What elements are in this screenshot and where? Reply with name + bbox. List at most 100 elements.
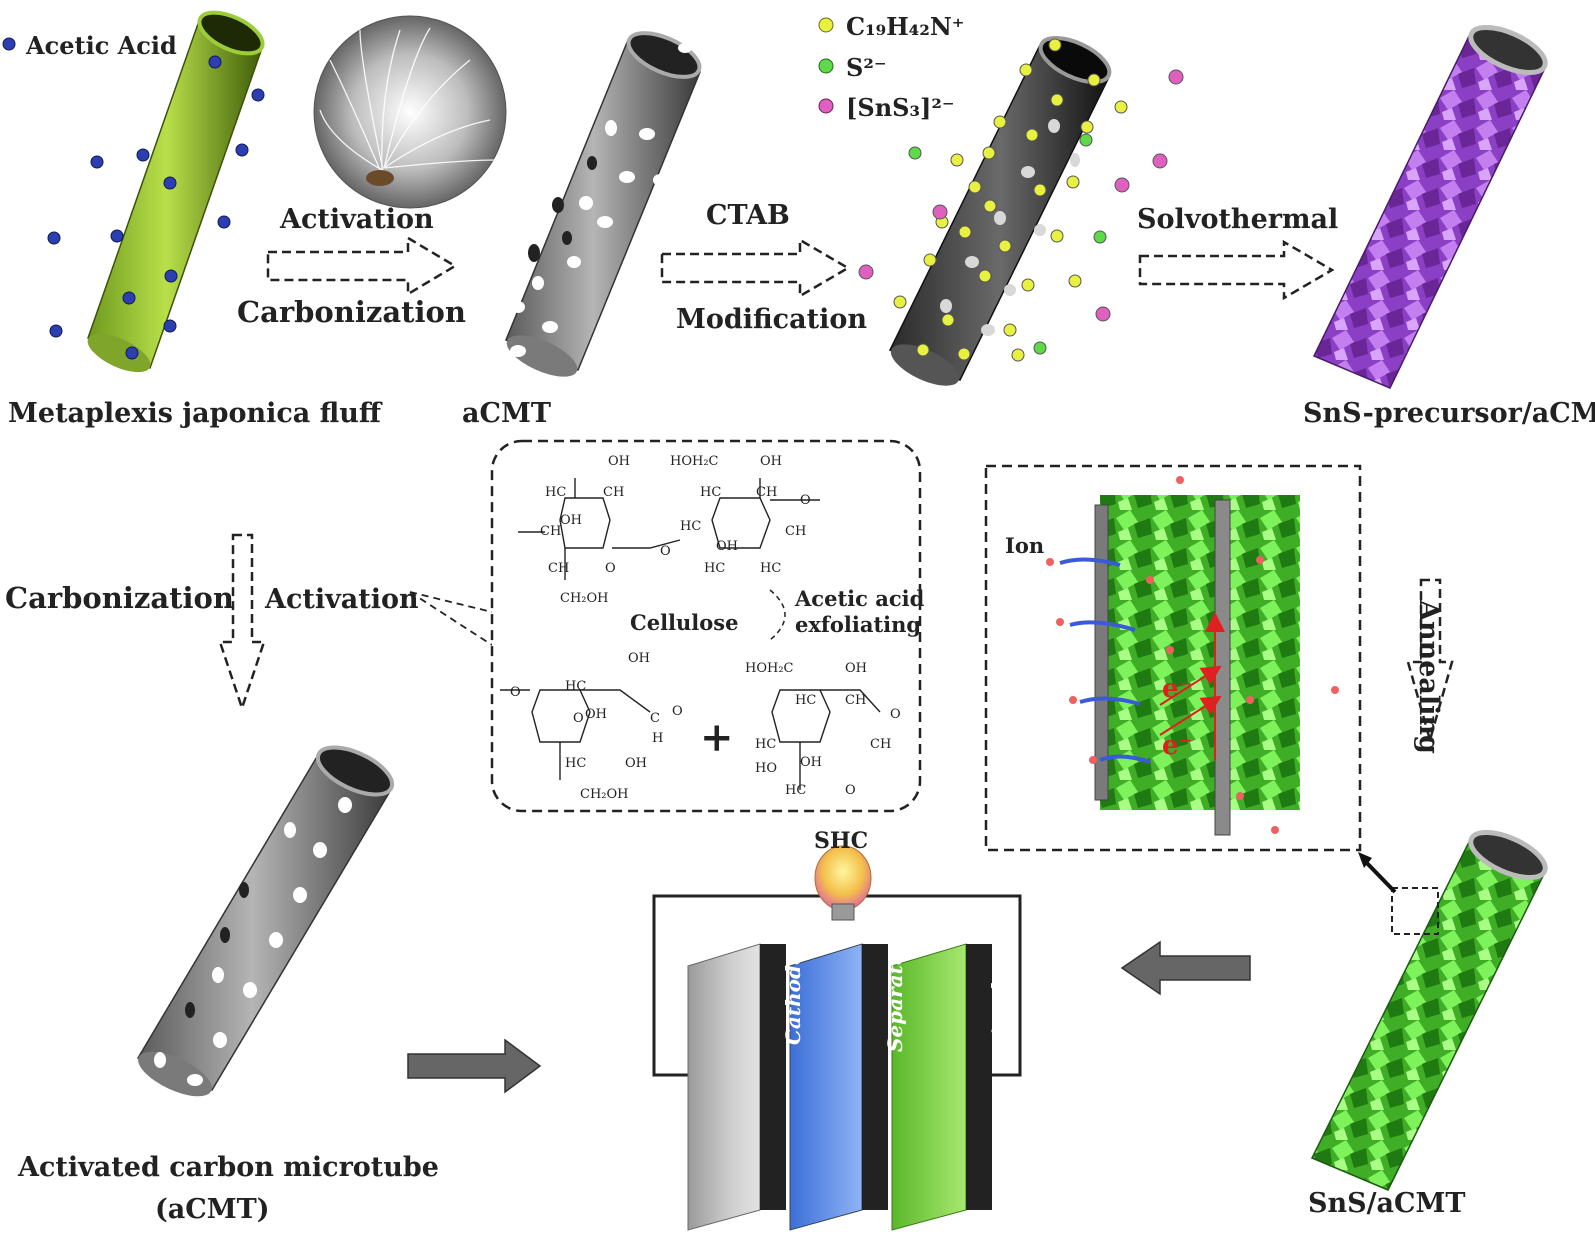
chem-g0: OH <box>608 454 630 469</box>
chem-g37: HO <box>755 761 777 776</box>
battery-cells <box>687 943 992 1231</box>
sns-acmt-tube <box>1310 830 1548 1191</box>
label-solvothermal: Solvothermal <box>1137 204 1339 235</box>
surface-ions <box>858 38 1184 362</box>
chem-g8: O <box>800 493 811 508</box>
chem-g3: OH <box>560 513 582 528</box>
callout-lines <box>409 591 493 646</box>
ion-legend-dots <box>818 17 834 114</box>
chem-g4: HOH₂C <box>670 454 719 469</box>
zoom-ions <box>1046 476 1339 834</box>
zoom-sns-sheets <box>1094 495 1300 836</box>
chem-g32: HC <box>795 693 817 708</box>
chem-g6: HC <box>700 485 722 500</box>
label-carbonization-top: Carbonization <box>237 295 466 329</box>
label-sns-precursor: SnS-precursor/aCMT <box>1303 398 1595 429</box>
acetic-acid-molecules <box>2 37 265 360</box>
label-modification: Modification <box>676 304 867 335</box>
sns-precursor-tube <box>1312 25 1548 389</box>
zoom-pointer-head <box>1358 852 1372 868</box>
chem-g30: HOH₂C <box>745 661 794 676</box>
chem-g19: O <box>510 685 521 700</box>
chem-g39: HC <box>785 783 807 798</box>
label-cellulose: Cellulose <box>630 610 739 635</box>
chem-g29: CH₂OH <box>580 787 629 802</box>
label-exfoliating-1: Acetic acid <box>795 586 925 611</box>
dark-modified-tube <box>888 36 1112 386</box>
chem-g33: CH <box>845 693 867 708</box>
label-electron-2: e⁻ <box>1162 731 1193 761</box>
gray-porous-tube-top <box>505 31 702 377</box>
chem-g40: O <box>845 783 856 798</box>
arrow-solvothermal <box>1138 239 1335 301</box>
arrow-ctab <box>660 237 851 299</box>
chem-g10: O <box>660 544 671 559</box>
cellulose-bonds <box>500 478 881 790</box>
legend-ion-sulfide: S²⁻ <box>846 53 887 82</box>
legend-acetic-acid: Acetic Acid <box>25 31 177 60</box>
chem-g2: CH <box>603 485 625 500</box>
arrow-activation <box>266 235 458 297</box>
label-activated-2: (aCMT) <box>155 1194 270 1225</box>
label-ctab: CTAB <box>706 200 790 231</box>
arrow-to-battery <box>407 1038 542 1094</box>
chem-g28: OH <box>625 756 647 771</box>
light-bulb <box>814 845 872 921</box>
gray-porous-tube-bottom <box>136 745 395 1097</box>
label-plus: + <box>700 714 734 761</box>
chem-g35: HC <box>755 737 777 752</box>
chem-g15: CH₂OH <box>560 591 609 606</box>
label-activated-1: Activated carbon microtube <box>18 1152 439 1183</box>
chem-g16: CH <box>548 561 570 576</box>
chem-g31: OH <box>845 661 867 676</box>
chem-g7: CH <box>756 485 778 500</box>
chem-g23: OH <box>585 707 607 722</box>
zoom-pointer-arrow <box>1360 856 1397 894</box>
chem-g11: HC <box>680 519 702 534</box>
exfoliating-arrow <box>769 589 786 641</box>
chem-g34: O <box>890 707 901 722</box>
chem-g21: O <box>573 711 584 726</box>
chem-g5: OH <box>760 454 782 469</box>
arrow-from-sns <box>1120 940 1251 996</box>
label-annealing: Annealing <box>1413 600 1444 754</box>
legend-ion-ctab: C₁₉H₄₂N⁺ <box>846 12 964 41</box>
chem-g27: HC <box>565 756 587 771</box>
green-raw-tube <box>87 10 265 373</box>
chem-g38: OH <box>800 755 822 770</box>
chem-g20: OH <box>628 651 650 666</box>
chem-g18: HC <box>760 561 782 576</box>
zoom-ion-flow <box>1059 557 1151 764</box>
label-electron-1: e⁻ <box>1162 674 1193 704</box>
label-activation-left: Activation <box>265 584 419 615</box>
label-anode: Anode <box>987 969 1011 1040</box>
chem-g17: HC <box>704 561 726 576</box>
fluff-photo <box>313 15 507 209</box>
label-shc: SHC <box>814 828 869 854</box>
label-separator: Separator <box>883 941 907 1052</box>
arrow-annealing <box>1406 578 1454 745</box>
chem-g24: C <box>650 711 660 726</box>
zoom-electron-path <box>1159 612 1225 760</box>
label-cathode: Cathode <box>781 952 805 1045</box>
arrow-carbonization-down <box>218 533 266 712</box>
chem-g14: O <box>605 561 616 576</box>
label-activation-top: Activation <box>280 204 434 235</box>
label-acmt-top: aCMT <box>462 398 551 429</box>
chem-g13: CH <box>785 524 807 539</box>
label-sns-acmt: SnS/aCMT <box>1308 1188 1466 1219</box>
chem-g25: O <box>672 704 683 719</box>
chem-g26: H <box>652 731 664 746</box>
label-exfoliating-2: exfoliating <box>795 612 922 637</box>
chem-g22: HC <box>565 679 587 694</box>
cellulose-box <box>490 439 922 813</box>
label-fluff: Metaplexis japonica fluff <box>8 398 382 429</box>
chem-g12: OH <box>716 539 738 554</box>
chem-g9: CH <box>540 524 562 539</box>
legend-ion-sns3: [SnS₃]²⁻ <box>846 93 955 122</box>
chem-g36: CH <box>870 737 892 752</box>
chem-g1: HC <box>545 485 567 500</box>
label-ion: Ion <box>1005 533 1045 558</box>
label-carbonization-left: Carbonization <box>5 581 234 615</box>
